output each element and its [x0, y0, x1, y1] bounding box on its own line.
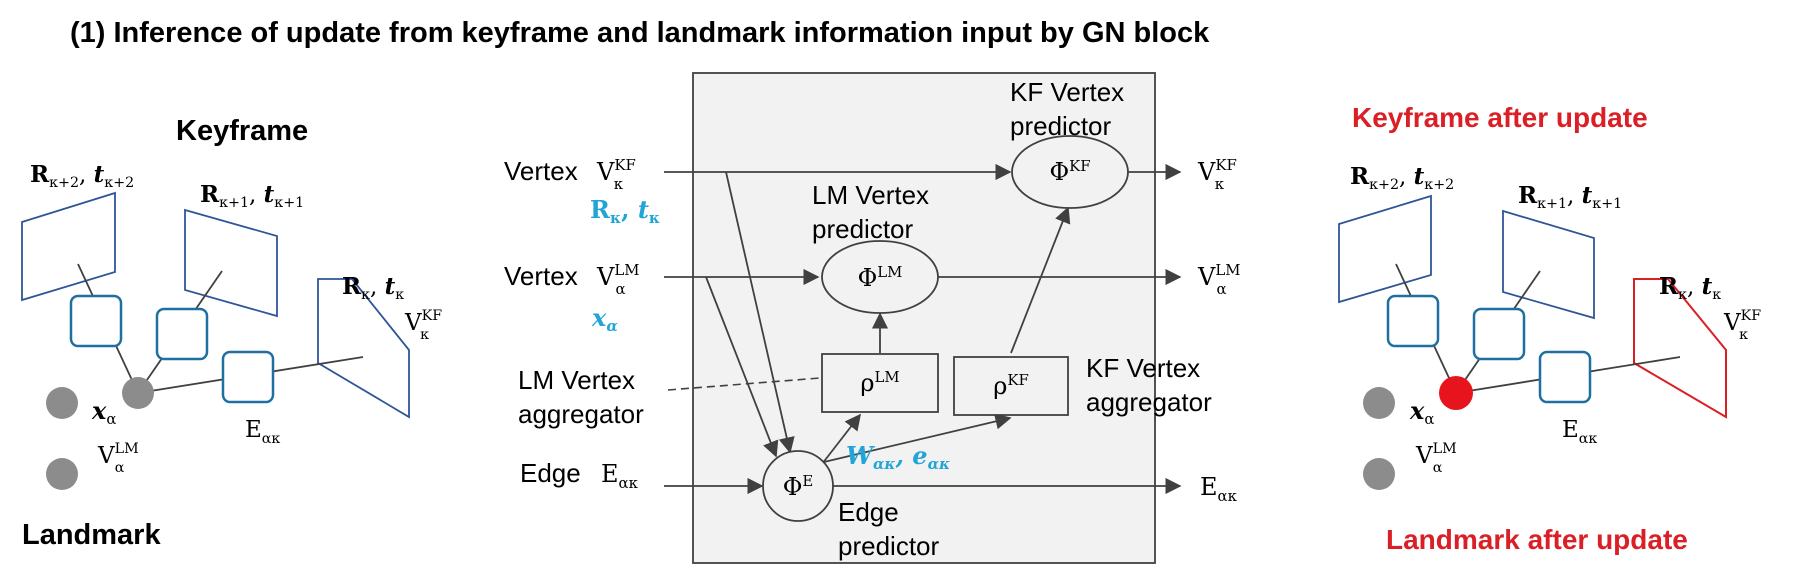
landmark-x-label-after: xα	[1409, 396, 1434, 428]
edge-label: Eακ	[245, 417, 280, 447]
keyframe-plane-k2	[21, 191, 116, 302]
lm-predictor-label-1: LM Vertex	[812, 180, 929, 210]
output-edge-label: Eακ	[1200, 473, 1238, 505]
rho-kf-label: ρKF	[993, 371, 1029, 400]
arrow-kf-to-phie	[725, 171, 795, 454]
landmark-x-label: xα	[91, 396, 116, 428]
lm-predictor-label-2: predictor	[812, 214, 913, 244]
edge-attr-label: Wακ, eακ	[846, 441, 950, 473]
frame-label-k2: Rκ+2, tκ+2	[30, 161, 134, 191]
keyframe-after-heading: Keyframe after update	[1352, 102, 1648, 133]
rho-kf-node	[953, 356, 1069, 416]
arrow-phie-to-rholm	[821, 413, 861, 465]
vertex-kf-attr: Rκ, tκ	[590, 195, 660, 227]
rho-lm-node	[821, 353, 939, 413]
phi-kf-node	[1011, 135, 1129, 209]
kf-aggregator-label-1: KF Vertex	[1086, 353, 1200, 383]
right-panel: Keyframe after update Landmark after upd…	[1338, 102, 1761, 555]
page-title: (1) Inference of update from keyframe an…	[70, 17, 1210, 49]
phi-lm-node	[821, 240, 939, 314]
frame-label-k: Rκ, tκ	[342, 273, 404, 303]
landmark-point-1-after	[1363, 387, 1395, 419]
edge-node-k2-after	[1386, 294, 1440, 348]
edge-predictor-label-1: Edge	[838, 497, 899, 527]
keyframe-plane-k1	[184, 208, 278, 318]
phi-kf-label: ΦKF	[1049, 157, 1090, 186]
frame-label-k-after: Rκ, tκ	[1659, 273, 1721, 303]
frame-label-k1: Rκ+1, tκ+1	[200, 181, 304, 211]
edge-node-k1-after	[1472, 307, 1526, 361]
kf-predictor-label-1: KF Vertex	[1010, 77, 1124, 107]
edge-node-k-after	[1538, 350, 1592, 404]
keyframe-plane-k-after	[1633, 278, 1727, 419]
edge-predictor-label-2: predictor	[838, 531, 939, 561]
edge-input-sym: Eακ	[601, 460, 639, 492]
landmark-point-2	[46, 458, 78, 490]
arrow-rhokf-to-phikf	[1010, 206, 1071, 354]
edge-label-after: Eακ	[1562, 417, 1597, 447]
frame-label-k2-after: Rκ+2, tκ+2	[1350, 163, 1454, 193]
kf-predictor-label-2: predictor	[1010, 111, 1111, 141]
phi-e-label: ΦE	[783, 472, 814, 501]
edge-node-k	[221, 350, 275, 404]
edge-input-label: Edge	[520, 458, 581, 488]
arrow-lm-to-phie	[705, 276, 779, 458]
vertex-kf-input-label: Vertex	[504, 156, 578, 186]
lm-aggregator-label-1: LM Vertex	[518, 365, 635, 395]
vertex-lm-input-label: Vertex	[504, 261, 578, 291]
frame-label-k1-after: Rκ+1, tκ+1	[1518, 182, 1622, 212]
phi-lm-label: ΦLM	[858, 263, 903, 292]
kf-aggregator-label-2: aggregator	[1086, 387, 1212, 417]
landmark-point-active	[122, 377, 154, 409]
edge-node-k1	[155, 307, 209, 361]
landmark-point-updated	[1439, 376, 1473, 410]
keyframe-plane-k2-after	[1338, 194, 1432, 304]
landmark-point-1	[46, 387, 78, 419]
landmark-point-2-after	[1363, 458, 1395, 490]
rho-lm-label: ρLM	[860, 368, 899, 397]
phi-e-node	[762, 450, 834, 522]
edge-node-k2	[69, 294, 123, 348]
arrow-phie-to-rhokf	[823, 413, 1012, 463]
keyframe-plane-k1-after	[1502, 209, 1595, 320]
lm-aggregator-label-2: aggregator	[518, 399, 644, 429]
vertex-lm-attr: xα	[591, 303, 618, 335]
landmark-heading: Landmark	[22, 519, 161, 551]
left-panel: Keyframe Landmark Rκ+2, tκ+2 Rκ+1, tκ+1 …	[21, 115, 442, 551]
keyframe-heading: Keyframe	[176, 115, 308, 147]
keyframe-plane-k	[317, 278, 410, 419]
landmark-after-heading: Landmark after update	[1386, 524, 1688, 555]
